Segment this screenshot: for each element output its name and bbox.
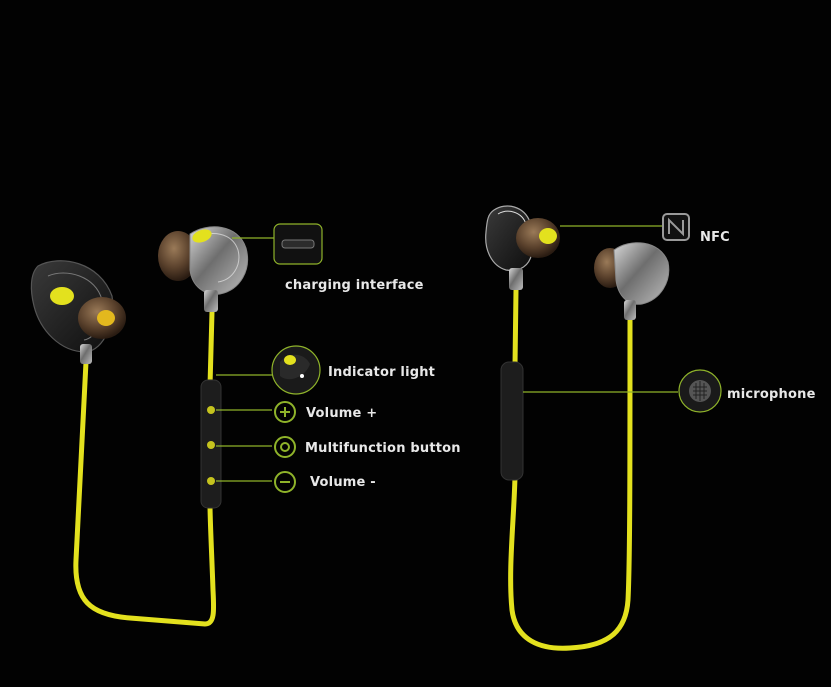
multifunction-button-label: Multifunction button xyxy=(305,441,461,456)
nfc-label: NFC xyxy=(700,230,730,245)
second-earbud xyxy=(594,242,670,320)
microphone-remote xyxy=(500,361,524,481)
right-set-cable xyxy=(508,287,633,651)
left-earphone-set xyxy=(30,223,323,627)
usb-port-icon xyxy=(273,223,323,265)
charging-interface-label: charging interface xyxy=(285,278,424,293)
right-earphone-set xyxy=(485,205,722,651)
left-set-cable xyxy=(73,359,217,627)
volume-up-label: Volume + xyxy=(306,406,378,421)
indicator-light-label: Indicator light xyxy=(328,365,436,380)
nfc-icon xyxy=(662,213,690,241)
microphone-label: microphone xyxy=(727,387,816,402)
left-set-cable-upper xyxy=(207,309,215,389)
plus-circle-icon xyxy=(274,401,296,423)
right-earbud xyxy=(158,226,248,312)
volume-down-label: Volume - xyxy=(310,475,376,490)
nfc-earbud xyxy=(485,205,560,290)
left-earbud xyxy=(30,260,126,364)
minus-circle-icon xyxy=(274,471,296,493)
led-light-icon xyxy=(271,345,321,395)
microphone-grille-icon xyxy=(678,369,722,413)
target-circle-icon xyxy=(274,436,296,458)
